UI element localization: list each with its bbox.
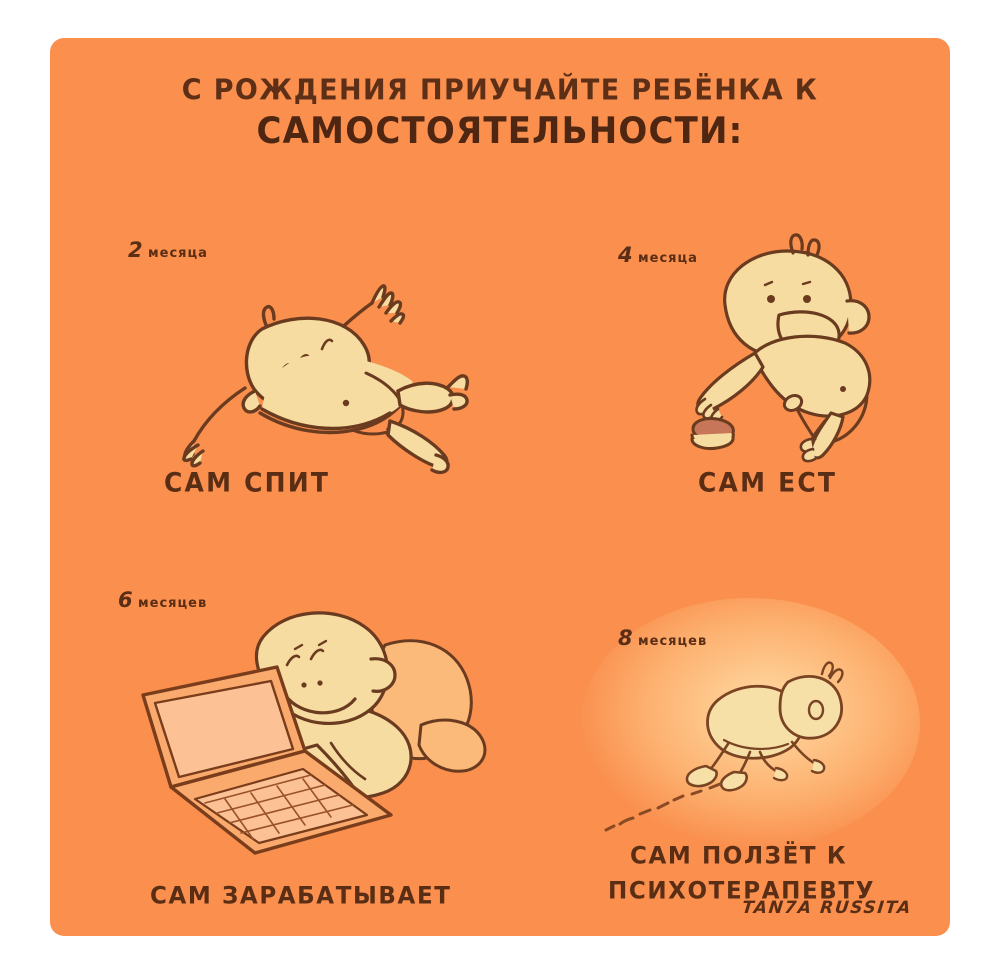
caption-panel-4-line-2: ПСИХОТЕРАПЕВТУ: [608, 877, 876, 905]
caption-panel-3: САМ ЗАРАБАТЫВАЕТ: [150, 882, 452, 910]
comic-card: С РОЖДЕНИЯ ПРИУЧАЙТЕ РЕБЁНКА К САМОСТОЯТ…: [50, 38, 950, 936]
illustration-sleeping-baby: [150, 263, 490, 475]
illustration-laptop-baby: [135, 603, 495, 855]
panel-8-months: 8 месяцев: [500, 488, 950, 936]
age-unit: месяца: [148, 246, 208, 261]
age-label-4-months: 4 месяца: [618, 243, 698, 267]
age-number: 6: [118, 588, 134, 612]
caption-panel-2: САМ ЕСТ: [698, 467, 838, 498]
panel-6-months: 6 месяцев: [50, 488, 500, 936]
age-number: 2: [128, 238, 144, 262]
age-label-6-months: 6 месяцев: [118, 588, 207, 612]
age-number: 8: [618, 626, 634, 650]
panel-2-months: 2 месяца: [50, 38, 500, 498]
age-number: 4: [618, 243, 634, 267]
age-unit: месяцев: [638, 634, 708, 649]
illustration-eating-baby: [675, 233, 925, 463]
illustration-crawling-baby: [604, 648, 910, 848]
age-unit: месяца: [638, 251, 698, 266]
age-label-2-months: 2 месяца: [128, 238, 208, 262]
title-line-1: С РОЖДЕНИЯ ПРИУЧАЙТЕ РЕБЁНКА К: [181, 74, 819, 107]
crawl-trail: [604, 782, 722, 832]
comic-title: С РОЖДЕНИЯ ПРИУЧАЙТЕ РЕБЁНКА К САМОСТОЯТ…: [50, 74, 950, 153]
caption-panel-4-line-1: САМ ПОЛЗЁТ К: [630, 842, 848, 870]
caption-panel-1: САМ СПИТ: [164, 467, 331, 498]
age-unit: месяцев: [138, 596, 208, 611]
artist-signature: TAN7A RUSSITA: [741, 898, 914, 918]
panel-4-months: 4 месяца: [500, 38, 950, 498]
age-label-8-months: 8 месяцев: [618, 626, 707, 650]
title-line-2: САМОСТОЯТЕЛЬНОСТИ:: [256, 109, 744, 153]
